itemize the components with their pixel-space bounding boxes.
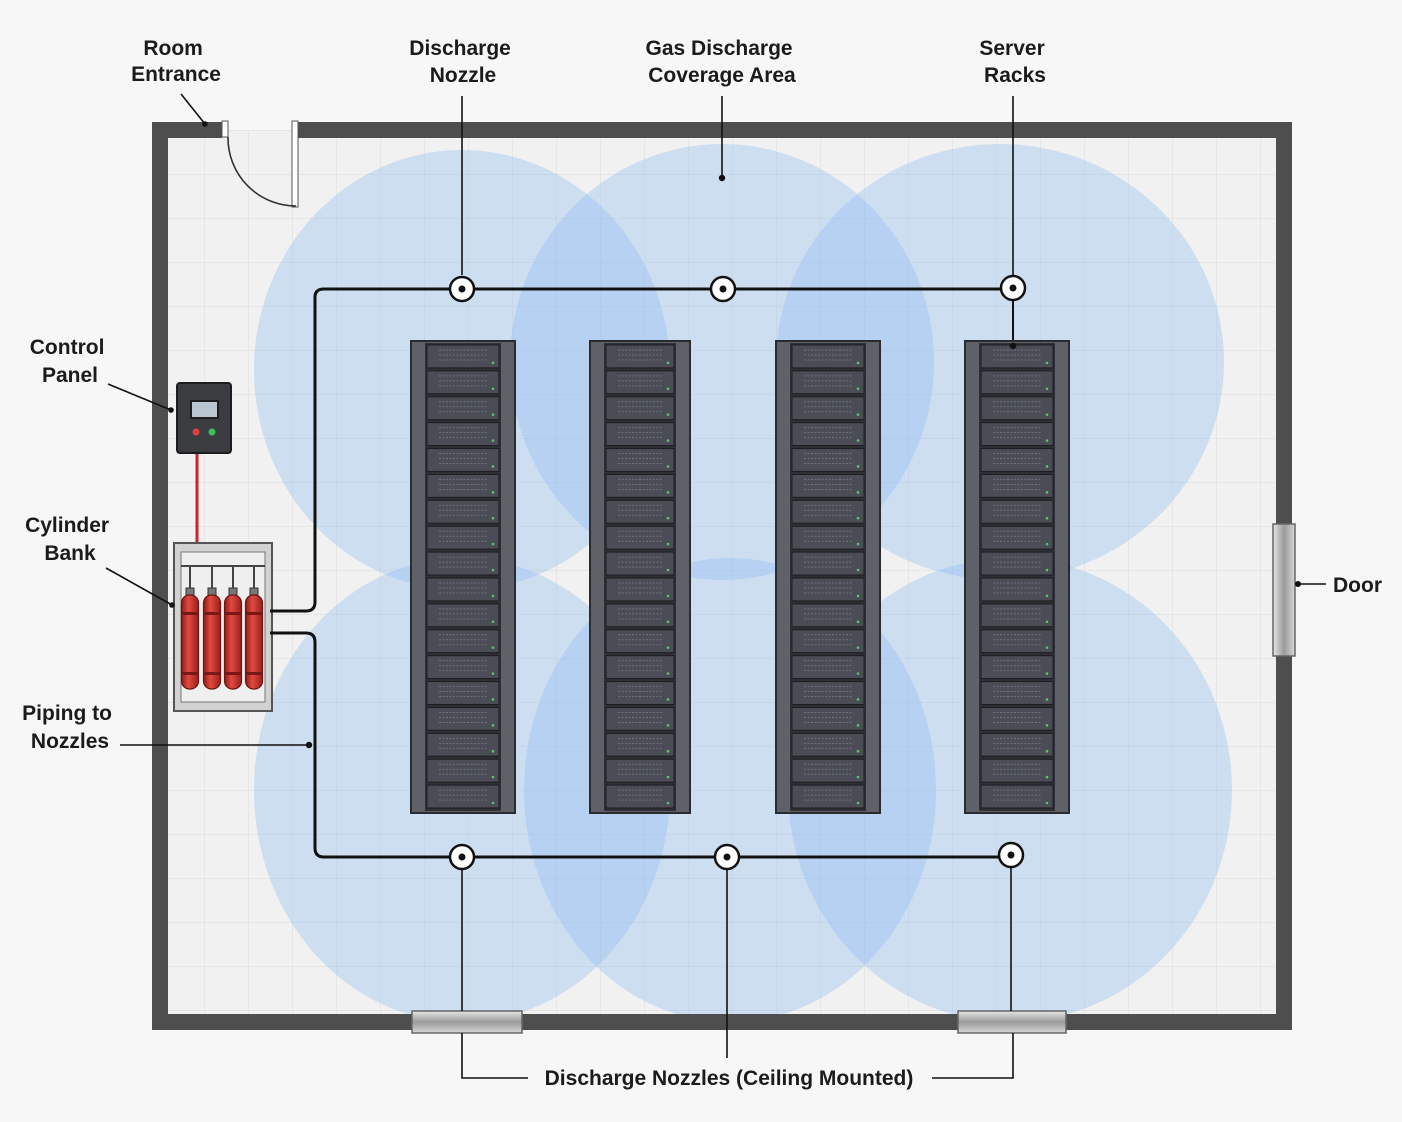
nozzle-top-3	[999, 274, 1027, 302]
ceiling-nozzles-label: Discharge Nozzles (Ceiling Mounted)	[545, 1067, 914, 1090]
server-racks-label: Server Racks	[979, 37, 1050, 87]
control-panel-display	[190, 400, 219, 419]
labels: Room Entrance Discharge Nozzle Gas Disch…	[22, 37, 1382, 1090]
server-rack-1	[410, 340, 516, 814]
nozzle-bottom-2	[713, 843, 741, 871]
server-rack-3	[775, 340, 881, 814]
coverage-area-label: Gas Discharge Coverage Area	[646, 37, 799, 87]
side-door	[1272, 523, 1296, 657]
gas-coverage-zones	[254, 144, 1232, 1022]
cylinder-bank-label: Cylinder Bank	[25, 514, 115, 565]
ceiling-nozzle-plate-left	[411, 1010, 523, 1034]
discharge-nozzle-label: Discharge Nozzle	[409, 37, 516, 87]
cylinder-bank	[173, 542, 282, 712]
nozzle-bottom-1	[448, 843, 476, 871]
entrance-door	[221, 120, 299, 208]
control-panel-label: Control Panel	[30, 336, 111, 387]
nozzle-bottom-3	[997, 841, 1025, 869]
nozzle-top-2	[709, 275, 737, 303]
status-led-icon	[208, 428, 216, 436]
gas-cylinder-3	[223, 566, 243, 690]
discharge-nozzles	[448, 274, 1027, 871]
server-rack-4	[964, 340, 1070, 814]
server-rack-2	[589, 340, 691, 814]
server-racks	[410, 340, 1070, 814]
ceiling-nozzle-plate-right	[957, 1010, 1067, 1034]
control-panel	[176, 382, 232, 546]
door-label: Door	[1333, 574, 1382, 597]
gas-cylinder-4	[244, 566, 264, 690]
room-walls	[152, 122, 1292, 1030]
room-entrance-label: Room Entrance	[131, 37, 221, 86]
leader-lines	[105, 93, 1326, 1079]
nozzle-top-1	[448, 275, 476, 303]
gas-cylinder-2	[202, 566, 222, 690]
alarm-led-icon	[192, 428, 200, 436]
gas-cylinder-1	[180, 566, 200, 690]
piping-label: Piping to Nozzles	[22, 702, 118, 753]
